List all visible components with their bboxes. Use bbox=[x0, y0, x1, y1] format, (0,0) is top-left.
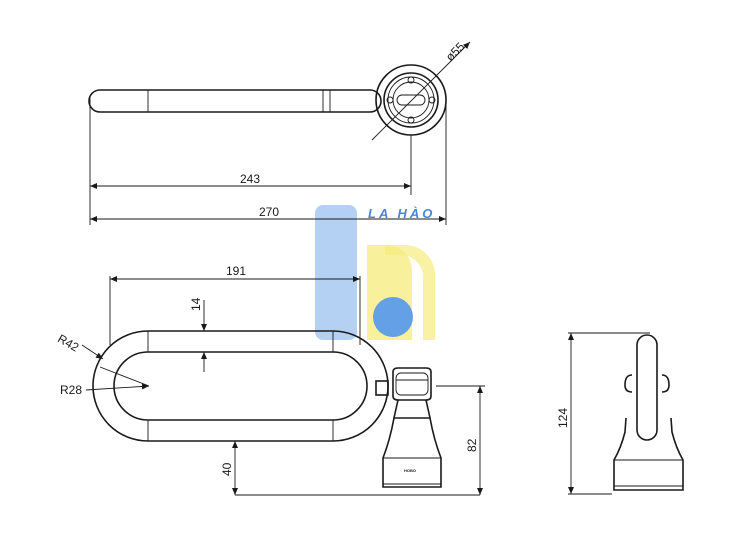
watermark-bar bbox=[315, 205, 357, 340]
watermark-logo: LA HÀO bbox=[315, 205, 435, 340]
dim-height-124: 124 bbox=[556, 408, 570, 428]
dim-thickness-14: 14 bbox=[189, 297, 203, 311]
dim-length-191: 191 bbox=[226, 264, 246, 278]
base-stamp: HOBO bbox=[404, 468, 416, 473]
dim-height-40: 40 bbox=[220, 462, 234, 476]
wall-mount: HOBO bbox=[382, 367, 442, 488]
dim-radius-42: R42 bbox=[55, 331, 81, 354]
front-view: HOBO 191 14 R42 R28 40 82 bbox=[55, 264, 485, 496]
dim-length-243: 243 bbox=[240, 172, 260, 186]
dim-diameter-55: ø55 bbox=[443, 39, 468, 64]
top-view: ø55 243 270 bbox=[88, 39, 471, 225]
watermark-dot bbox=[373, 297, 413, 337]
dim-radius-28: R28 bbox=[60, 383, 82, 397]
flange-outer bbox=[375, 64, 447, 136]
dim-height-82: 82 bbox=[465, 438, 479, 452]
dim-length-270: 270 bbox=[259, 205, 279, 219]
ring-outer bbox=[92, 330, 389, 442]
side-view: 124 bbox=[556, 332, 684, 495]
ring-inner bbox=[113, 351, 368, 421]
